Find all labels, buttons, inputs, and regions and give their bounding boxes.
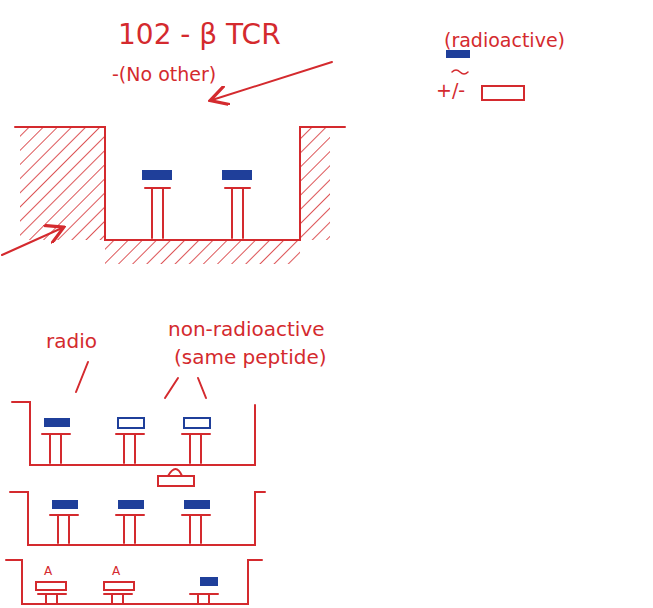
- marker-letter: A: [44, 565, 52, 578]
- label: non-radioactive: [168, 318, 325, 340]
- title: 102 - β TCR: [118, 20, 281, 51]
- marker-letter: A: [112, 565, 120, 578]
- label: radio: [46, 330, 97, 352]
- label: (same peptide): [174, 346, 327, 368]
- note: -(No other): [112, 64, 216, 85]
- note: (radioactive): [444, 30, 565, 51]
- note: +/-: [436, 80, 465, 101]
